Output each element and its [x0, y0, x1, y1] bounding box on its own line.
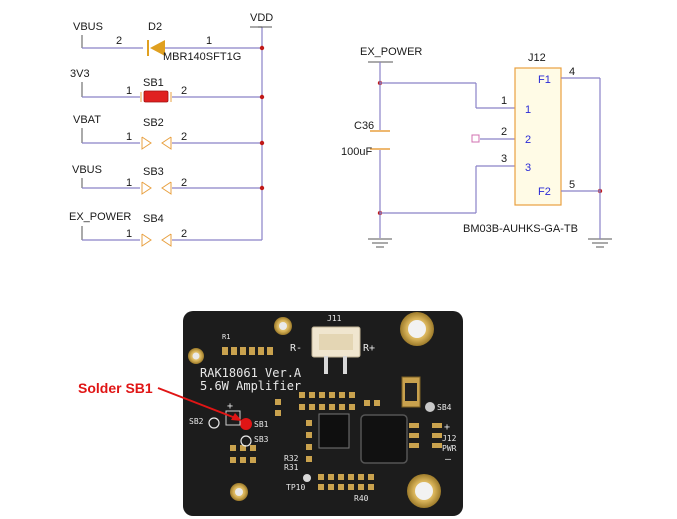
vbat-label: VBAT	[73, 114, 101, 126]
j12-board-label: J12	[442, 434, 457, 443]
sb1-pad-marker	[240, 418, 252, 430]
d2-part-label: MBR140SFT1G	[163, 51, 242, 63]
tp10-pad	[303, 474, 311, 482]
vbus-top-label: VBUS	[73, 21, 103, 33]
sb4-jumper-right	[161, 233, 172, 247]
wire-pin-3: 3	[501, 153, 508, 165]
mounting-holes	[188, 312, 441, 508]
ex-power-right-label: EX_POWER	[360, 46, 423, 58]
sb1-ref-label: SB1	[143, 77, 164, 89]
sb2-row	[81, 128, 262, 150]
sb2-jumper-right	[161, 136, 172, 150]
ex-power-left-label: EX_POWER	[69, 211, 132, 223]
sb4-board-label: SB4	[437, 403, 452, 412]
callout-arrow-head	[231, 413, 242, 421]
r-plus-label: R+	[363, 343, 376, 354]
board-title: RAK18061 Ver.A	[200, 366, 302, 380]
j12-pin-f1: F1	[538, 74, 551, 86]
sb2-pin-1: 1	[126, 131, 133, 143]
smd-pads	[230, 392, 380, 490]
sb2-ref-label: SB2	[143, 117, 164, 129]
j12-part-label: BM03B-AUHKS-GA-TB	[463, 223, 578, 235]
v3v3-label: 3V3	[70, 68, 90, 80]
sb4-pad	[425, 402, 435, 412]
r1-label: R1	[222, 333, 231, 341]
j12-connector-body	[514, 67, 562, 206]
wire-pin-5: 5	[569, 179, 576, 191]
c36-value-label: 100uF	[341, 146, 373, 158]
j12-pads	[409, 423, 442, 448]
wire-pin-1: 1	[501, 95, 508, 107]
sb2-pin-2: 2	[181, 131, 188, 143]
sb3-ref-label: SB3	[143, 166, 164, 178]
sb1-pin-1: 1	[126, 85, 133, 97]
c36-ref-label: C36	[354, 120, 375, 132]
sb3-board-label: SB3	[254, 435, 269, 444]
j12-pin-1-inner: 1	[525, 104, 532, 116]
solder-sb1-callout: Solder SB1	[78, 380, 153, 396]
tantalum-capacitor	[401, 376, 421, 408]
sb1-board-label: SB1	[254, 420, 269, 429]
sb2-board-label: SB2	[189, 417, 204, 426]
sb3-jumper-right	[161, 181, 172, 195]
j12-plus-label: +	[444, 422, 451, 433]
sb1-solder-bridge	[143, 90, 169, 103]
j12-pin-3-inner: 3	[525, 162, 532, 174]
sb4-pin-2: 2	[181, 228, 188, 240]
j12-ref-label: J12	[528, 52, 546, 64]
j11-label: J11	[327, 314, 342, 323]
wire-pin-4: 4	[569, 66, 576, 78]
sb2-jumper-left	[141, 136, 152, 150]
pcb-body	[183, 311, 463, 516]
sb3-pin-2: 2	[181, 177, 188, 189]
ex-power-net	[368, 61, 515, 238]
d2-pin-2: 2	[116, 35, 123, 47]
d2-row	[81, 35, 262, 56]
sb1-row	[81, 82, 262, 103]
r40-board-label: R40	[354, 494, 369, 503]
sb4-jumper-left	[141, 233, 152, 247]
sb3-jumper-left	[141, 181, 152, 195]
j12-shield-wires	[561, 77, 601, 239]
d2-diode-symbol	[150, 40, 165, 56]
ground-symbols	[368, 238, 612, 248]
sb3-pin-1: 1	[126, 177, 133, 189]
j12-pin-2-inner: 2	[525, 134, 532, 146]
power-schematic	[81, 26, 612, 248]
sb4-row	[81, 226, 262, 247]
r1-resistor-array	[222, 347, 273, 355]
sb1-pin-2: 2	[181, 85, 188, 97]
r-minus-label: R-	[290, 343, 303, 354]
tp10-board-label: TP10	[286, 483, 306, 492]
sb4-ref-label: SB4	[143, 213, 164, 225]
vbus-2-label: VBUS	[72, 164, 102, 176]
r31-board-label: R31	[284, 463, 299, 472]
j12-pin-f2: F2	[538, 186, 551, 198]
sb3-row	[81, 178, 262, 195]
j12-minus-label: –	[445, 454, 452, 465]
d2-ref-label: D2	[148, 21, 163, 33]
inductor	[360, 414, 408, 464]
vdd-bus	[258, 26, 263, 240]
d2-pin-1: 1	[206, 35, 213, 47]
c36-capacitor	[370, 130, 390, 150]
amplifier-ic	[318, 413, 350, 449]
j11-connector	[311, 326, 361, 374]
sb4-pin-1: 1	[126, 228, 133, 240]
pwr-board-label: PWR	[442, 444, 457, 453]
sb2-pad	[208, 417, 220, 429]
pin2-nc-marker	[471, 134, 480, 143]
board-subtitle: 5.6W Amplifier	[200, 379, 302, 393]
r32-board-label: R32	[284, 454, 299, 463]
sb3-pad	[240, 435, 252, 447]
wire-pin-2: 2	[501, 126, 508, 138]
vdd-label: VDD	[250, 12, 274, 24]
sb-plus-label: +	[227, 401, 234, 412]
